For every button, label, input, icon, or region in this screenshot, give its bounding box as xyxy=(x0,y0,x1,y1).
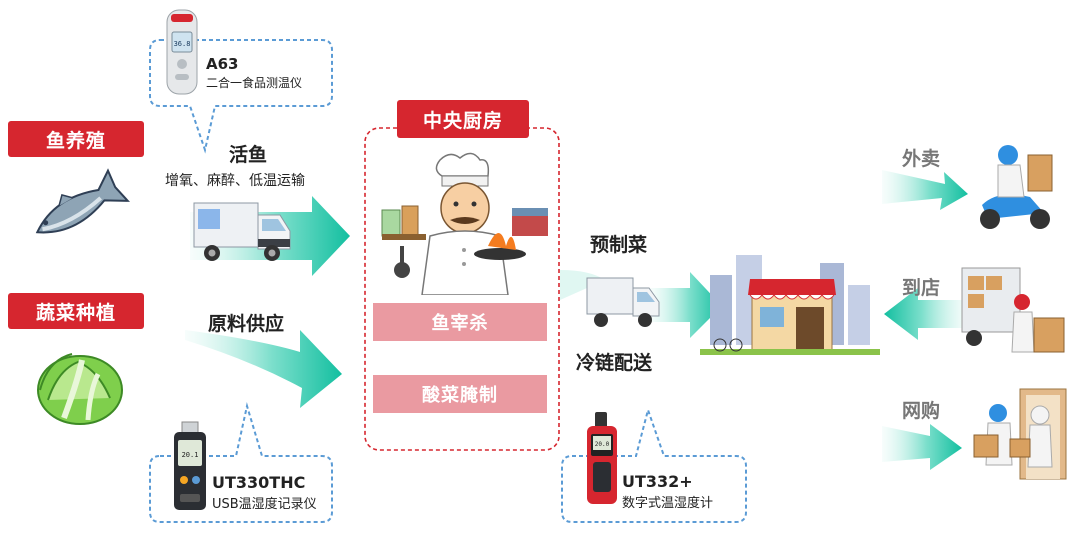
ut332-screen: 20.0 xyxy=(595,441,610,448)
fish-icon xyxy=(35,168,131,234)
arrow-truck-to-store xyxy=(650,272,722,338)
ut332-callout xyxy=(561,406,747,523)
a63-screen: 36.8 xyxy=(174,40,191,48)
a63-model: A63 xyxy=(206,55,239,73)
channel-in-store-label: 到店 xyxy=(902,277,941,299)
store-delivery-truck-icon xyxy=(961,267,1065,353)
ut330thc-desc: USB温湿度记录仪 xyxy=(212,497,317,512)
ut332-device-icon: 20.0 xyxy=(587,412,617,504)
parcel-handover-icon xyxy=(973,388,1067,480)
arrow-veg-to-kitchen xyxy=(185,330,342,408)
delivery-scooter-icon xyxy=(980,145,1053,229)
ut332-model: UT332+ xyxy=(622,472,693,491)
raw-supply-title: 原料供应 xyxy=(208,313,285,335)
chef-icon xyxy=(381,152,548,295)
kitchen-title: 中央厨房 xyxy=(397,100,529,138)
ut330thc-screen: 20.1 xyxy=(182,451,199,459)
ut332-desc: 数字式温湿度计 xyxy=(622,496,714,511)
arrow-to-online xyxy=(882,424,962,470)
arrow-to-takeaway xyxy=(882,170,968,210)
arrow-in-store xyxy=(884,288,968,340)
ut330thc-model: UT330THC xyxy=(212,473,306,492)
live-fish-title: 活鱼 xyxy=(229,144,268,166)
cold-truck-icon xyxy=(193,202,291,261)
channel-takeaway-label: 外卖 xyxy=(902,148,941,170)
restaurant-store-icon xyxy=(700,255,880,355)
cabbage-icon xyxy=(37,353,123,425)
label-vegetable-planting: 蔬菜种植 xyxy=(8,293,144,329)
label-fish-farming: 鱼养殖 xyxy=(8,121,144,157)
a63-desc: 二合一食品测温仪 xyxy=(206,76,303,90)
ut330thc-callout xyxy=(149,402,333,523)
prepared-dish-title: 预制菜 xyxy=(590,234,648,256)
ut330thc-device-icon: 20.1 xyxy=(174,421,206,510)
a63-device-icon: 36.8 xyxy=(166,9,198,95)
live-fish-desc: 增氧、麻醉、低温运输 xyxy=(165,173,305,189)
step-fish-slaughter: 鱼宰杀 xyxy=(373,303,547,341)
delivery-truck-icon xyxy=(586,277,660,327)
channel-online-label: 网购 xyxy=(902,400,941,422)
step-pickled-cabbage: 酸菜腌制 xyxy=(373,375,547,413)
a63-callout xyxy=(149,39,333,154)
cold-chain-title: 冷链配送 xyxy=(576,352,653,374)
